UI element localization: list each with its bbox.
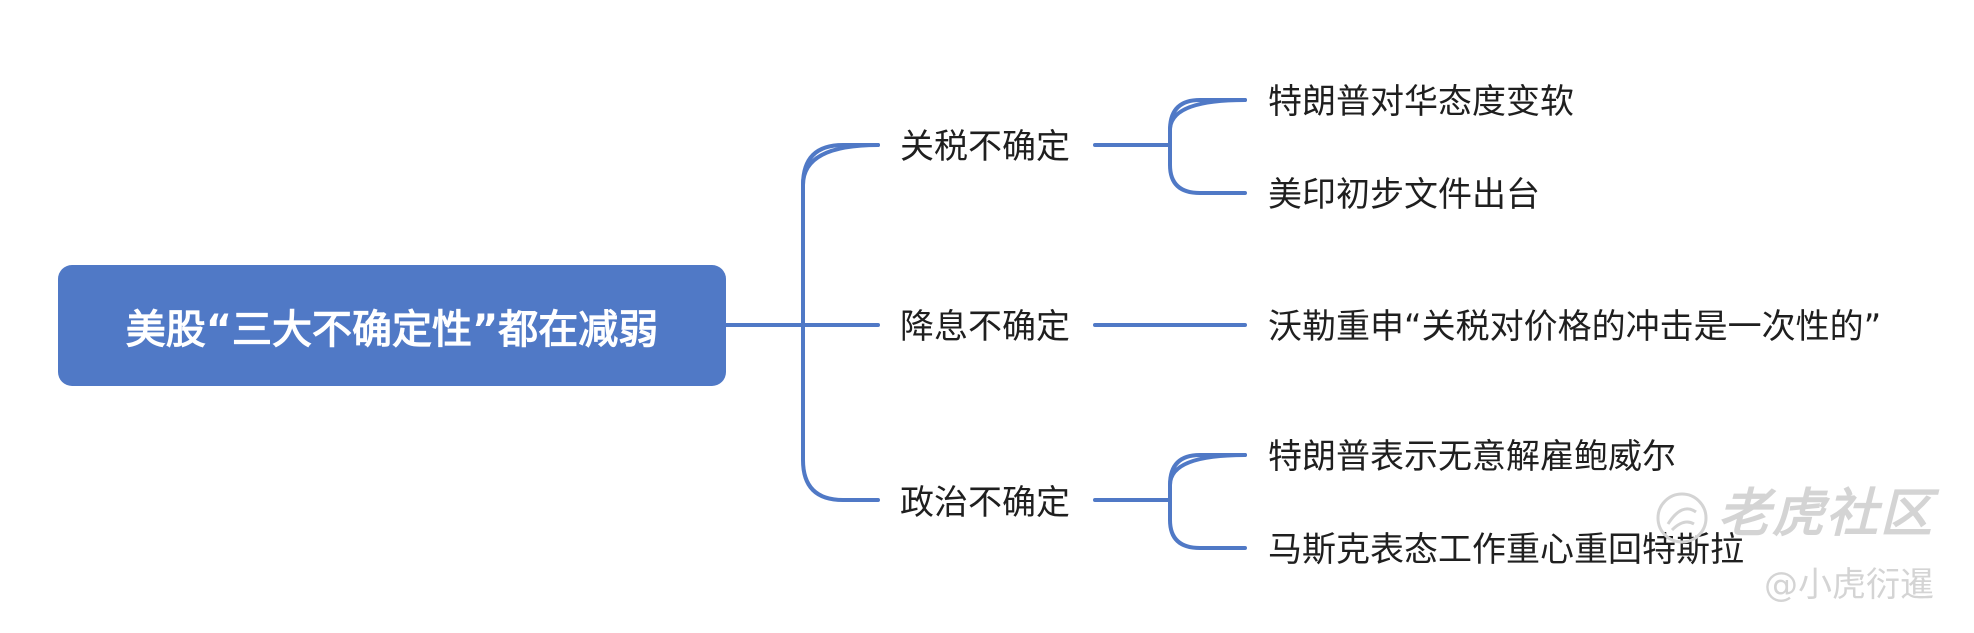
- leaf-politics-2: 马斯克表态工作重心重回特斯拉: [1268, 530, 1744, 570]
- branch-tariff: 关税不确定: [900, 127, 1070, 167]
- root-label: 美股“三大不确定性”都在减弱: [125, 306, 659, 353]
- leaf-tariff-1: 特朗普对华态度变软: [1268, 82, 1574, 122]
- trunk-top-connector: [801, 143, 880, 187]
- leaf-rate-cut-1: 沃勒重申“关税对价格的冲击是一次性的”: [1268, 307, 1882, 347]
- branch-3-leaf-top: [1168, 453, 1247, 487]
- branch-politics: 政治不确定: [900, 483, 1070, 523]
- branch-rate-cut: 降息不确定: [900, 307, 1070, 347]
- tiger-logo-icon: [1656, 492, 1708, 544]
- branch-1-leaf-connector: [1168, 98, 1247, 195]
- root-node: 美股“三大不确定性”都在减弱: [58, 265, 726, 386]
- branch-1-leaf-top: [1168, 98, 1247, 132]
- leaf-politics-1: 特朗普表示无意解雇鲍威尔: [1268, 437, 1676, 477]
- watermark-brand: 老虎社区: [1717, 484, 1934, 544]
- watermark-user: @小虎衍暹: [1764, 565, 1934, 605]
- trunk-connector: [801, 143, 880, 502]
- branch-3-leaf-connector: [1168, 453, 1247, 550]
- leaf-tariff-2: 美印初步文件出台: [1268, 175, 1540, 215]
